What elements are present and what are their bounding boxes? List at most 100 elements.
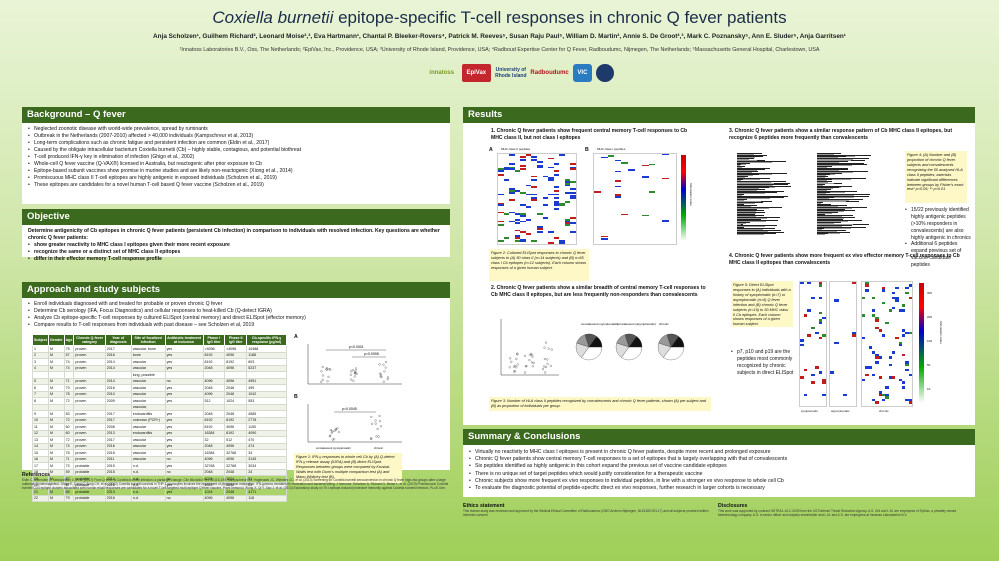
heatmap-cell	[498, 202, 504, 205]
bar	[817, 161, 849, 163]
bar	[817, 163, 851, 165]
heatmap-cell	[520, 213, 526, 216]
bar	[737, 165, 740, 166]
bar	[817, 221, 842, 223]
r4-tick-300: 300	[927, 291, 933, 295]
bar	[737, 226, 745, 228]
heatmap-cell	[878, 376, 882, 379]
heatmap-cell	[564, 191, 571, 194]
heatmap-cell	[570, 222, 576, 225]
bar	[737, 182, 791, 184]
bar	[737, 202, 763, 204]
heatmap-cell	[818, 296, 823, 300]
heatmap-cell	[553, 186, 560, 189]
bar	[737, 188, 760, 189]
bar	[817, 228, 824, 230]
bar	[737, 209, 751, 211]
bar	[817, 175, 826, 176]
heatmap-cell	[875, 356, 879, 359]
heatmap-cell	[600, 156, 608, 159]
bar	[737, 179, 744, 181]
scatter-point	[528, 359, 531, 362]
heatmap-cell	[537, 227, 543, 230]
bar	[737, 223, 744, 225]
pie-slice	[581, 346, 603, 361]
heatmap-cell	[888, 309, 892, 312]
heatmap-cell	[905, 291, 909, 295]
scatter-point	[379, 373, 382, 376]
heatmap-cell	[865, 373, 869, 377]
bar	[737, 154, 767, 156]
bar	[737, 233, 776, 235]
heatmap-cell	[542, 175, 549, 178]
bullet-item: These epitopes are candidates for a nove…	[28, 182, 444, 189]
bar	[817, 168, 839, 170]
heatmap-cell	[895, 336, 899, 340]
heatmap-cell	[807, 334, 812, 337]
bar	[737, 166, 745, 167]
scatter-point	[378, 420, 381, 423]
heatmap-cell	[882, 398, 886, 402]
heatmap-cell	[843, 393, 848, 397]
heatmap-cell	[564, 224, 571, 226]
heatmap-cell	[818, 319, 823, 322]
scatter-point	[531, 355, 534, 358]
bullet-item: Enroll individuals diagnosed with and tr…	[28, 301, 444, 308]
bar	[737, 177, 770, 179]
heatmap-cell	[509, 188, 515, 190]
heatmap-cell	[834, 299, 839, 302]
bar	[737, 230, 768, 232]
table-header-cell: Year of diagnosis	[104, 334, 132, 346]
heatmap-cell	[892, 306, 896, 310]
r4-axis-label: Stimulation index	[939, 321, 943, 344]
bar	[817, 222, 834, 224]
heatmap-cell	[902, 381, 906, 384]
r2-group-2: convalescent (asymptomatic)	[617, 322, 656, 326]
heatmap-cell	[509, 191, 515, 194]
bullet-item: Caused by the obligate intracellular bac…	[28, 147, 444, 154]
r4-tick-100: 100	[927, 339, 933, 343]
heatmap-cell	[520, 164, 526, 167]
bullet-item: T-cell produced IFN-γ key in elimination…	[28, 154, 444, 161]
heatmap-cell	[564, 218, 571, 221]
scatter-point	[531, 353, 534, 356]
bar	[817, 205, 848, 207]
bar	[737, 161, 787, 163]
heatmap-cell	[862, 296, 866, 300]
heatmap-cell	[614, 196, 622, 199]
bar	[817, 159, 865, 161]
heatmap-cell	[553, 193, 560, 196]
bar	[817, 226, 842, 227]
logo-bar: innatoss EpiVax University of Rhode Isla…	[426, 62, 615, 84]
heatmap-cell	[885, 321, 889, 325]
heatmap-cell	[830, 371, 835, 374]
heatmap-cell	[902, 334, 906, 337]
scatter-point	[320, 380, 323, 383]
bar	[817, 188, 833, 189]
scatter-point	[333, 429, 336, 432]
bar	[817, 227, 851, 229]
fig1-pval-1: p<0.0001	[349, 345, 364, 349]
bar	[817, 223, 869, 225]
heatmap-cell	[862, 314, 866, 317]
table-header-cell: Phase I IgG titer	[202, 334, 226, 346]
bar	[817, 164, 868, 166]
bar	[737, 208, 769, 209]
bar	[817, 183, 835, 184]
heatmap-cell	[872, 351, 876, 354]
scatter-point	[550, 348, 553, 351]
heatmap-cell	[520, 168, 526, 171]
scatter-point	[516, 353, 519, 356]
result-4-title: 4. Chronic Q fever patients show more fr…	[729, 253, 960, 266]
scatter-point	[383, 370, 386, 373]
bar	[817, 160, 851, 162]
bar	[817, 199, 850, 201]
bullet-item: Analyze Cb epitope-specific T-cell respo…	[28, 315, 444, 322]
bar	[817, 166, 832, 167]
bar	[737, 215, 765, 217]
heatmap-cell	[875, 316, 879, 320]
bar	[817, 186, 842, 188]
summary-bullets: Virtually no reactivity to MHC class I e…	[469, 449, 969, 492]
bar	[737, 174, 760, 176]
